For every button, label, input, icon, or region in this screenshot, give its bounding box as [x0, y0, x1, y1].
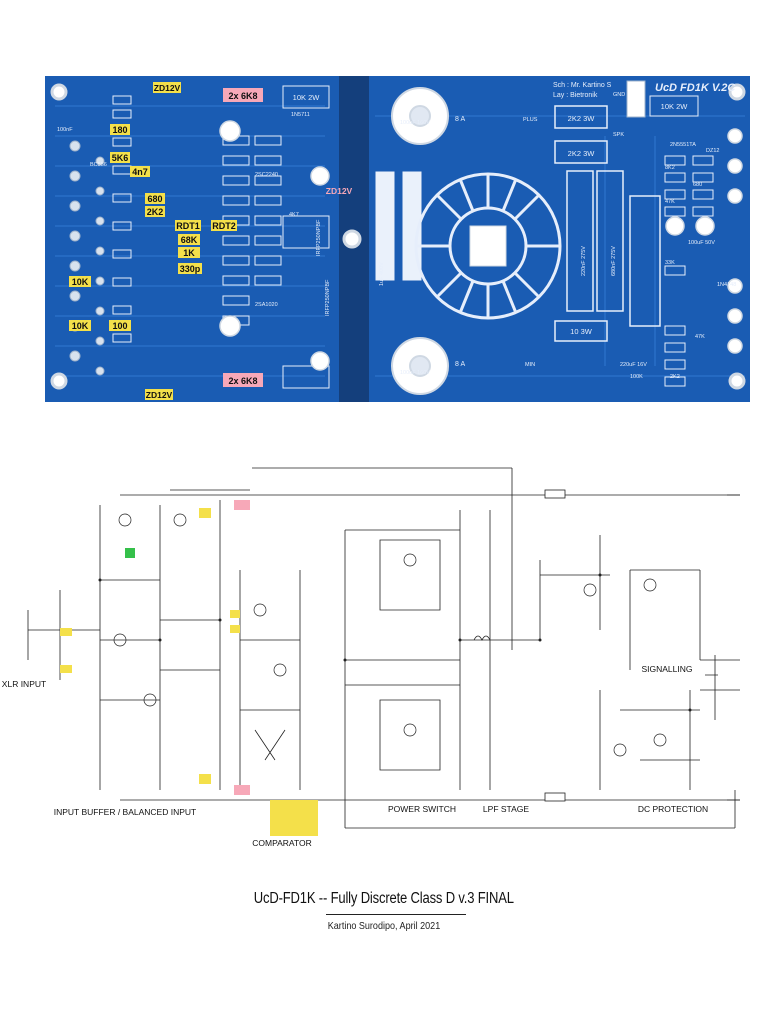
pcb-label: 10K	[72, 321, 89, 331]
pcb-label: 2K2	[670, 374, 680, 380]
pcb-label: 2N5551TA	[670, 142, 696, 148]
pcb-zener-label: ZD12V	[154, 83, 181, 93]
section-label: POWER SWITCH	[388, 804, 456, 814]
pcb-label: PLUS	[523, 117, 538, 123]
section-label: LPF STAGE	[483, 804, 529, 814]
pcb-label: GND	[613, 92, 625, 98]
section-label: DC PROTECTION	[638, 804, 708, 814]
pcb-label: 10 3W	[570, 327, 593, 336]
pcb-label: 180	[112, 125, 127, 135]
pcb-label: 100uF 50V	[688, 240, 715, 246]
pcb-label: 47K	[695, 334, 705, 340]
pcb-label: 47K	[665, 199, 675, 205]
pcb-label: 100nF	[57, 127, 73, 133]
pcb-label: IRFP250NPBF	[325, 279, 331, 316]
pcb-label: SPK	[613, 132, 624, 138]
pcb-label: 68K	[181, 235, 198, 245]
pcb-label: 2K2	[147, 207, 164, 217]
schematic-diagram: INPUT BUFFER / BALANCED INPUT COMPARATOR…	[2, 467, 740, 848]
pcb-label: 680nF 275V	[611, 246, 617, 276]
pcb-label: DZ12	[706, 148, 719, 154]
pcb-label: 2K2 3W	[568, 114, 596, 123]
pcb-label: MIN	[525, 362, 535, 368]
pcb-label: IRFP250NPBF	[316, 219, 322, 256]
pcb-label: 680	[147, 194, 162, 204]
pcb-label: 10K 2W	[293, 93, 321, 102]
title-block: UcD-FD1K -- Fully Discrete Class D v.3 F…	[0, 890, 768, 932]
pcb-label: 330p	[180, 264, 201, 274]
title-underline	[326, 914, 466, 915]
section-label: INPUT BUFFER / BALANCED INPUT	[54, 807, 196, 817]
section-label: COMPARATOR	[252, 838, 312, 848]
io-label: XLR INPUT	[2, 679, 46, 689]
pcb-label: 100K	[630, 374, 643, 380]
pcb-label: 8 A	[455, 361, 465, 368]
pcb-board-title: UcD FD1K V.2C	[655, 82, 736, 94]
pcb-label: 5K6	[112, 153, 129, 163]
pcb-credit: Lay : Bietronik	[553, 92, 598, 99]
pcb-zener-label: ZD12V	[146, 390, 173, 400]
pcb-label: 1N5711	[291, 112, 310, 118]
pcb-label: 8K2	[665, 165, 675, 171]
pcb-label: 2SC2240	[255, 172, 278, 178]
pcb-label: 100uF 160V	[400, 370, 430, 376]
pcb-label: 680	[693, 182, 702, 188]
pcb-label: 1uF 400V	[379, 262, 385, 286]
pcb-label: 220uF 16V	[620, 362, 647, 368]
pcb-label: 100uF 160V	[400, 120, 430, 126]
pcb-layout-image: 180 5K6 4n7 680 2K2 10K 10K 100 RDT1 RDT…	[45, 76, 750, 402]
pcb-label: 2SA1020	[255, 302, 278, 308]
author-date: Kartino Surodipo, April 2021	[327, 920, 441, 932]
pcb-pink-label: 2x 6K8	[228, 91, 257, 101]
pcb-label: 10K	[72, 277, 89, 287]
pcb-label: 10K 2W	[661, 102, 689, 111]
pcb-zener-label: ZD12V	[326, 186, 353, 196]
pcb-pink-label: 2x 6K8	[228, 376, 257, 386]
toroid-inductor-outline	[414, 172, 562, 320]
pcb-label: RDT2	[212, 221, 236, 231]
pcb-label: 220nF 275V	[581, 246, 587, 276]
pcb-label: 4n7	[132, 167, 148, 177]
pcb-label: 33K	[665, 260, 675, 266]
pcb-label: 8 A	[455, 116, 465, 123]
pcb-label: 4K7	[289, 212, 299, 218]
pcb-label: RDT1	[176, 221, 200, 231]
pcb-credit: Sch : Mr. Kartino S	[553, 82, 612, 89]
pcb-label: 1K	[183, 248, 195, 258]
document-title: UcD-FD1K -- Fully Discrete Class D v.3 F…	[253, 890, 515, 907]
pcb-label: 100	[112, 321, 127, 331]
pcb-label: 1N4148	[717, 282, 736, 288]
pcb-label: BC556	[90, 162, 107, 168]
pcb-label: 2K2 3W	[568, 149, 596, 158]
section-label: SIGNALLING	[641, 664, 692, 674]
